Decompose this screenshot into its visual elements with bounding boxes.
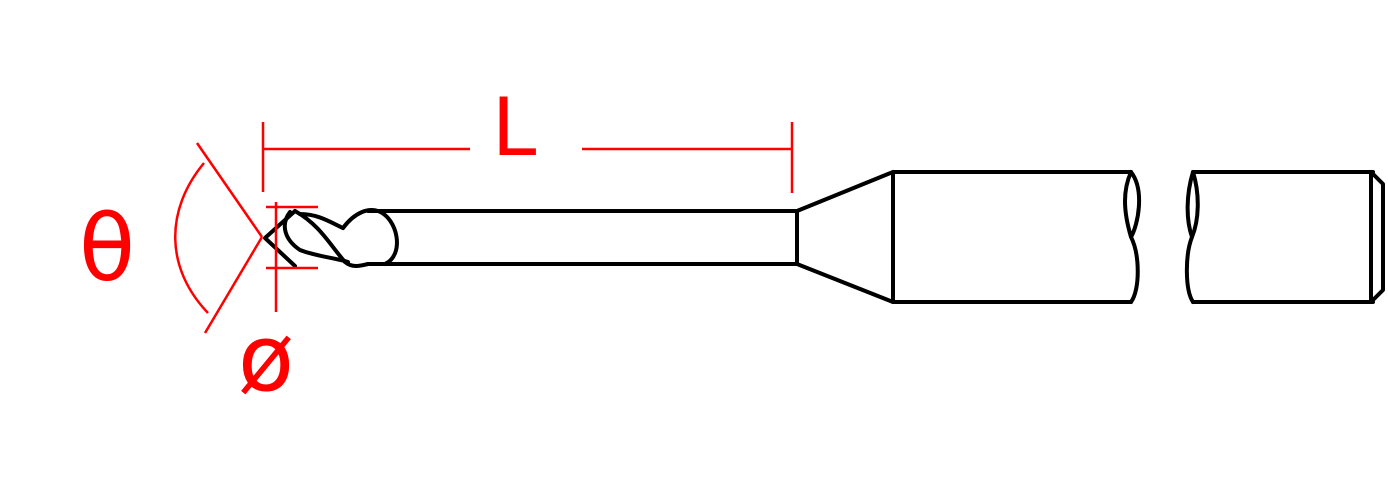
shank-section-2 (1191, 170, 1375, 304)
diameter-label: ø (238, 305, 294, 412)
neck-taper (795, 170, 895, 304)
angle-label: θ (79, 195, 135, 302)
angle-extension-upper (195, 142, 264, 238)
dimension-lines (174, 122, 794, 334)
angle-arc (174, 162, 209, 314)
flute-curve-back (282, 210, 350, 264)
flute-helix-right (298, 212, 345, 230)
length-label: L (492, 81, 537, 174)
drill-bit-outline (263, 170, 1385, 304)
shank-end-chamfer (1369, 170, 1385, 304)
shank-section-1 (891, 170, 1133, 304)
shank-break-right (1184, 170, 1200, 304)
shank-break-left (1123, 170, 1142, 304)
angle-extension-lower (203, 236, 264, 334)
flute-helix-left (341, 208, 399, 266)
